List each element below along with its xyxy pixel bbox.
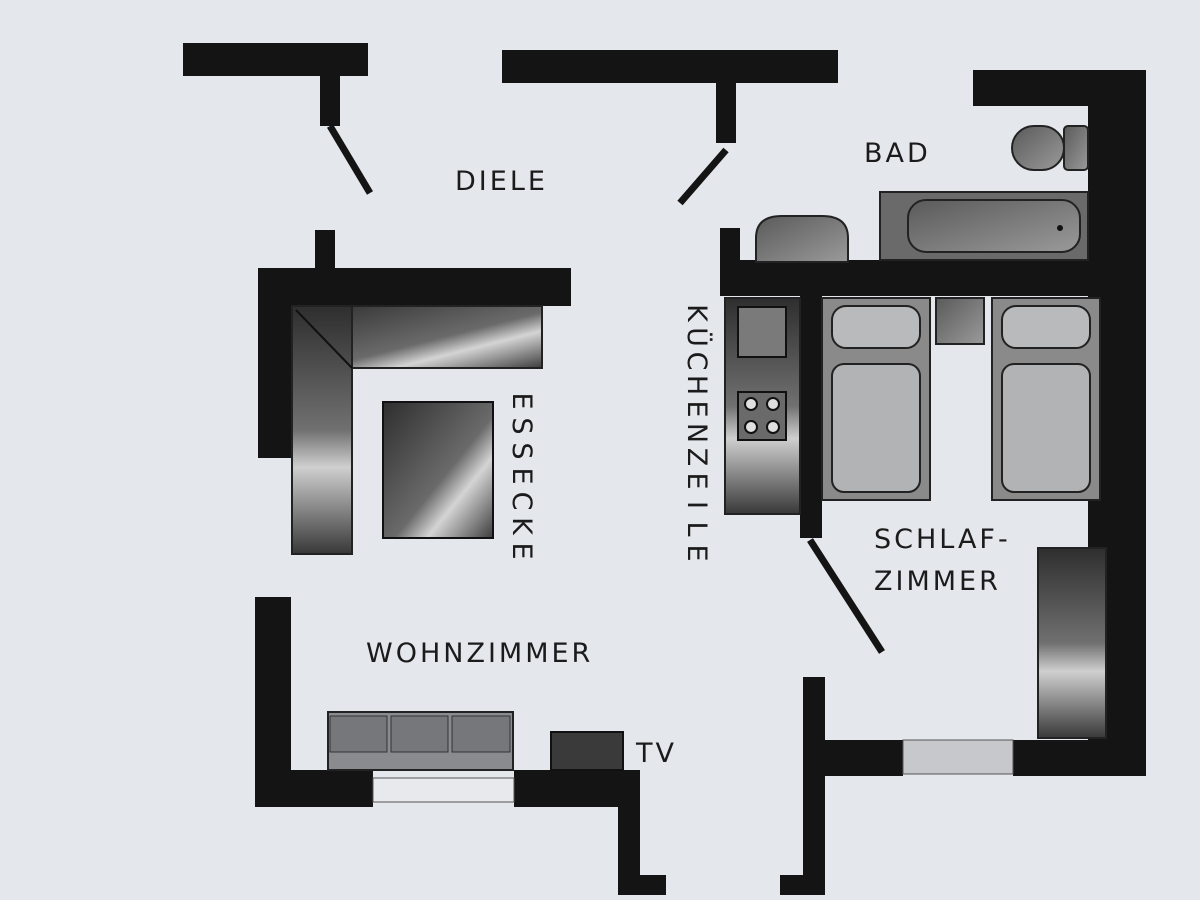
- wall-living-bottom-left: [255, 770, 373, 807]
- nightstand: [935, 297, 985, 345]
- wall-bedroom-left: [803, 677, 825, 895]
- vertical-label-char: I: [681, 501, 712, 509]
- door-middle-entry: [677, 147, 729, 206]
- tv-unit: [550, 731, 624, 771]
- vertical-label-char: S: [506, 442, 537, 459]
- wall-essecke-stub: [315, 230, 335, 275]
- sofa-cushion-3: [451, 715, 511, 753]
- living-furniture: [327, 711, 624, 771]
- bed-left-pillow: [831, 305, 921, 349]
- sofa-cushion-2: [390, 715, 449, 753]
- vertical-label-char: E: [506, 392, 537, 409]
- wall-top-left-stub: [320, 76, 340, 126]
- wall-bedroom-bottom-left: [803, 740, 903, 776]
- wall-bath-divider: [720, 260, 1120, 296]
- sofa-cushion-1: [329, 715, 388, 753]
- toilet-tank: [1063, 125, 1089, 171]
- bedroom-furniture: [821, 297, 1107, 739]
- wall-essecke-left: [258, 268, 296, 458]
- vertical-label-char: K: [506, 517, 537, 536]
- dining-table: [382, 401, 494, 539]
- bed-right-blanket: [1001, 363, 1091, 493]
- bathtub-inner: [907, 199, 1081, 253]
- label-diele: DIELE: [455, 166, 548, 197]
- bench-left: [291, 305, 353, 555]
- wardrobe: [1037, 547, 1107, 739]
- bathroom-fixtures: [755, 125, 1089, 263]
- windows: [372, 739, 1014, 803]
- label-bad: BAD: [864, 138, 931, 169]
- washbasin: [755, 215, 849, 263]
- label-tv: TV: [635, 738, 677, 769]
- wall-top-middle: [502, 50, 838, 83]
- vertical-label-char: C: [681, 352, 712, 371]
- label-wohnzimmer: WOHNZIMMER: [366, 638, 593, 669]
- vertical-label-char: S: [506, 417, 537, 434]
- vertical-label-char: Ü: [681, 327, 713, 347]
- wall-kitchen-partition: [800, 296, 822, 538]
- sink: [737, 306, 787, 358]
- dining-furniture: [291, 305, 543, 555]
- bed-right-pillow: [1001, 305, 1091, 349]
- wall-living-bottom-right: [514, 770, 638, 807]
- label-schlafzimmer-2: ZIMMER: [874, 566, 1001, 597]
- wall-entry-left: [618, 770, 640, 895]
- vertical-label-char: K: [681, 304, 712, 323]
- toilet-bowl: [1011, 125, 1065, 171]
- wall-entry-left-foot: [618, 875, 666, 895]
- wall-bedroom-left-foot: [780, 875, 825, 895]
- window-bedroom: [902, 739, 1014, 775]
- vertical-label-char: H: [681, 375, 712, 395]
- kitchen-fixtures: [724, 297, 801, 515]
- wall-bedroom-bottom-right: [1013, 740, 1146, 776]
- vertical-label-char: Z: [681, 448, 712, 467]
- wall-essecke-top: [258, 268, 571, 306]
- doors: [326, 124, 885, 654]
- vertical-label-char: E: [681, 472, 712, 489]
- wall-top-left: [183, 43, 368, 76]
- vertical-label-char: E: [506, 542, 537, 559]
- stove: [737, 391, 787, 441]
- door-bedroom: [807, 538, 885, 654]
- wall-bath-left-stub: [720, 228, 740, 268]
- window-living: [372, 777, 515, 803]
- vertical-label-char: L: [681, 521, 712, 536]
- bathtub-drain: [1057, 225, 1063, 231]
- vertical-label-char: E: [681, 400, 712, 417]
- wall-top-middle-stub: [716, 83, 736, 143]
- vertical-label-char: E: [506, 467, 537, 484]
- vertical-label-char: C: [506, 492, 537, 511]
- door-left-entry: [326, 124, 374, 195]
- vertical-label-char: N: [681, 423, 712, 443]
- bed-left-blanket: [831, 363, 921, 493]
- label-schlafzimmer-1: SCHLAF-: [874, 524, 1011, 555]
- vertical-label-char: E: [681, 544, 712, 561]
